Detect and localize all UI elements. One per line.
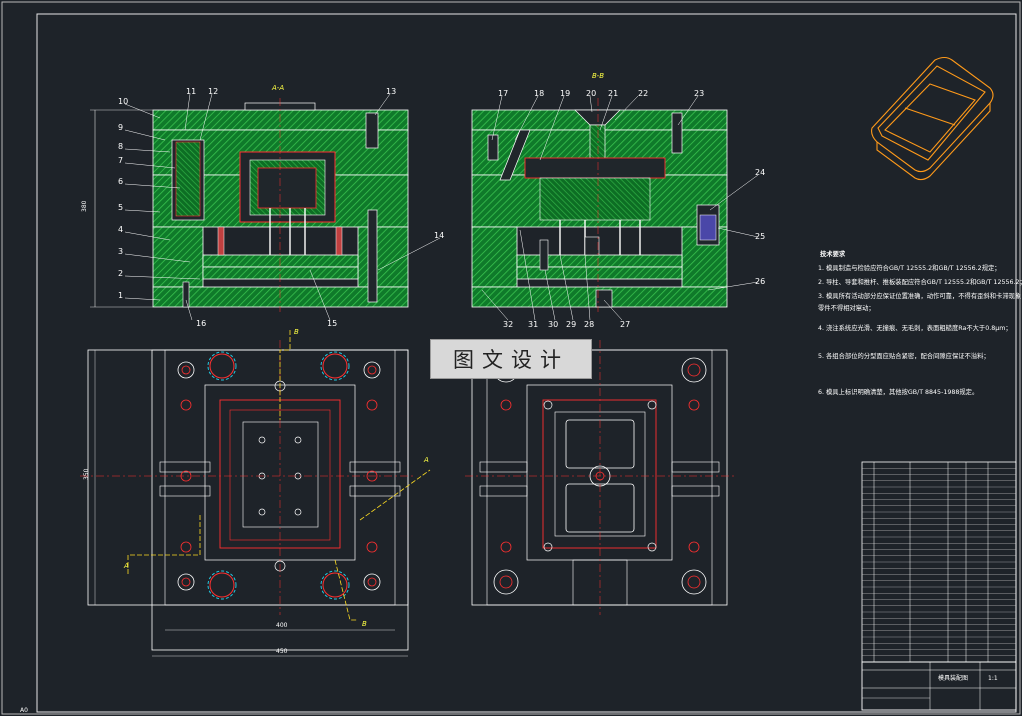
height-dimension: 380 xyxy=(81,200,88,212)
svg-text:26: 26 xyxy=(755,277,765,286)
svg-text:4. 浇注系统应光滑、无撞痕、无毛刺，表面粗糙度Ra不大于0: 4. 浇注系统应光滑、无撞痕、无毛刺，表面粗糙度Ra不大于0.8μm； xyxy=(818,323,1012,332)
svg-text:28: 28 xyxy=(584,320,594,329)
svg-text:19: 19 xyxy=(560,89,570,98)
section-label-b-b: B-B xyxy=(592,72,604,80)
svg-text:6: 6 xyxy=(118,177,123,186)
svg-text:10: 10 xyxy=(118,97,128,106)
part-leaders-right xyxy=(481,95,759,321)
svg-text:B: B xyxy=(362,620,367,628)
svg-text:15: 15 xyxy=(327,319,337,328)
svg-text:29: 29 xyxy=(566,320,576,329)
section-label-a-a: A-A xyxy=(271,84,284,92)
plan-view-moving-half: B A A B 450 400 350 xyxy=(80,328,431,657)
svg-text:2: 2 xyxy=(118,269,123,278)
svg-text:22: 22 xyxy=(638,89,648,98)
watermark-banner: 图文设计 xyxy=(430,339,592,379)
sheet-size-label: A0 xyxy=(20,707,28,714)
svg-text:16: 16 xyxy=(196,319,206,328)
svg-text:13: 13 xyxy=(386,87,396,96)
svg-text:A: A xyxy=(423,456,429,464)
svg-text:8: 8 xyxy=(118,142,123,151)
part-numbers-left: 10 11 12 9 8 7 6 5 4 3 2 1 16 15 14 13 xyxy=(118,87,444,328)
part-numbers-right: 17 18 19 20 21 22 23 24 25 26 27 28 29 3… xyxy=(498,89,765,329)
section-view-a-a: 380 A-A xyxy=(81,84,409,312)
svg-text:17: 17 xyxy=(498,89,508,98)
part-leaders-left xyxy=(124,93,441,321)
svg-text:31: 31 xyxy=(528,320,538,329)
watermark-text: 图文设计 xyxy=(453,348,569,372)
svg-text:3: 3 xyxy=(118,247,123,256)
title-block: 模具装配图 1:1 xyxy=(861,661,1017,711)
svg-text:18: 18 xyxy=(534,89,544,98)
svg-text:B: B xyxy=(294,328,299,336)
svg-text:25: 25 xyxy=(755,232,765,241)
svg-text:32: 32 xyxy=(503,320,513,329)
inner-width-dimension: 400 xyxy=(276,622,288,629)
notes-title: 技术要求 xyxy=(820,249,846,258)
svg-text:24: 24 xyxy=(755,168,765,177)
depth-dimension: 350 xyxy=(83,468,90,480)
technical-notes: 技术要求 1. 模具制造与检验应符合GB/T 12555.2和GB/T 1255… xyxy=(818,249,1022,396)
svg-text:20: 20 xyxy=(586,89,596,98)
svg-text:27: 27 xyxy=(620,320,630,329)
section-view-b-b: B-B xyxy=(471,72,728,312)
svg-text:1: 1 xyxy=(118,291,123,300)
svg-text:21: 21 xyxy=(608,89,618,98)
svg-text:9: 9 xyxy=(118,123,123,132)
svg-text:5: 5 xyxy=(118,203,123,212)
svg-text:A: A xyxy=(123,562,129,570)
drawing-scale: 1:1 xyxy=(988,675,998,682)
width-dimension: 450 xyxy=(276,648,288,655)
svg-text:2. 导柱、导套和推杆、推板装配应符合GB/T 12555.: 2. 导柱、导套和推杆、推板装配应符合GB/T 12555.2和GB/T 125… xyxy=(818,277,1022,286)
svg-text:12: 12 xyxy=(208,87,218,96)
svg-text:11: 11 xyxy=(186,87,196,96)
svg-text:零件不得相对窜动；: 零件不得相对窜动； xyxy=(818,303,875,312)
svg-text:30: 30 xyxy=(548,320,558,329)
svg-text:14: 14 xyxy=(434,231,444,240)
plan-view-fixed-half xyxy=(465,340,735,615)
svg-text:1. 模具制造与检验应符合GB/T 12555.2和GB/T: 1. 模具制造与检验应符合GB/T 12555.2和GB/T 12556.2规定… xyxy=(818,263,1001,272)
svg-text:3. 模具所有活动部分应保证位置准确，动作可靠，不得有歪斜和: 3. 模具所有活动部分应保证位置准确，动作可靠，不得有歪斜和卡滞现象，要求固定 xyxy=(818,291,1022,300)
svg-text:6. 模具上标识明确清楚，其他按GB/T 8845-1988: 6. 模具上标识明确清楚，其他按GB/T 8845-1988规定。 xyxy=(818,387,978,396)
svg-text:7: 7 xyxy=(118,156,123,165)
svg-text:5. 各组合部位的分型面应贴合紧密，配合间隙应保证不溢料；: 5. 各组合部位的分型面应贴合紧密，配合间隙应保证不溢料； xyxy=(818,351,990,360)
drawing-name: 模具装配图 xyxy=(938,674,968,682)
part-isometric-preview xyxy=(871,56,994,181)
inner-frame xyxy=(36,13,1017,713)
svg-text:4: 4 xyxy=(118,225,123,234)
svg-text:23: 23 xyxy=(694,89,704,98)
parts-list-table xyxy=(861,461,1017,663)
